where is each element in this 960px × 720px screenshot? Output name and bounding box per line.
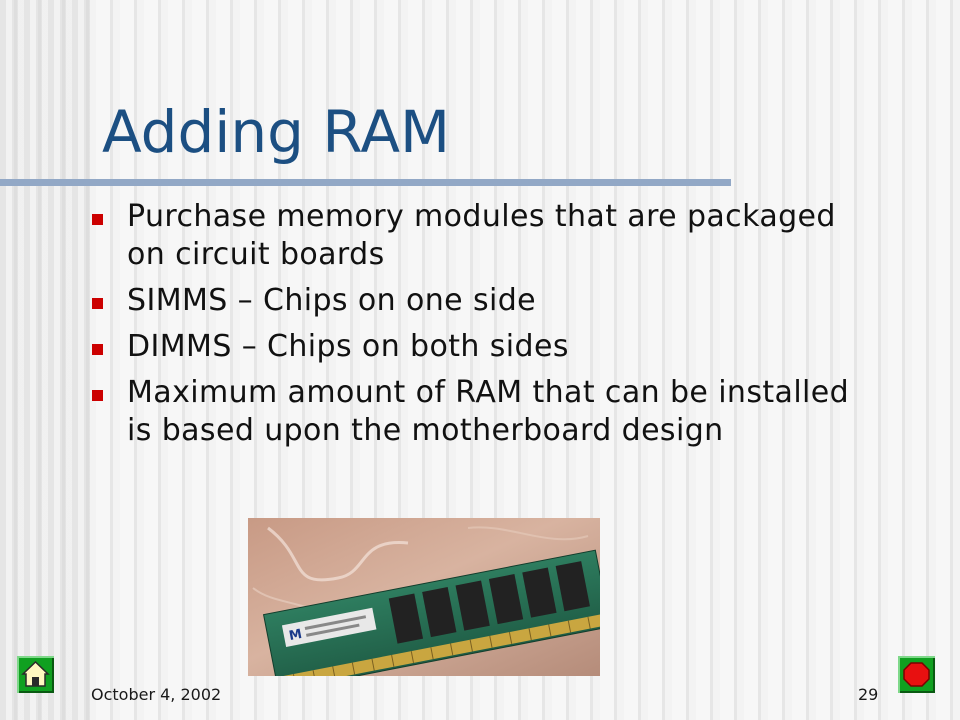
- bullet-item: DIMMS – Chips on both sides: [92, 328, 882, 366]
- stop-icon: [903, 662, 930, 687]
- bullet-text: SIMMS – Chips on one side: [127, 283, 537, 318]
- slide-title: Adding RAM: [102, 98, 451, 166]
- ram-module-illustration: M: [248, 518, 600, 676]
- square-bullet-icon: [92, 298, 103, 309]
- ram-module-photo: M: [248, 518, 600, 676]
- square-bullet-icon: [92, 214, 103, 225]
- bullet-item: Maximum amount of RAM that can be instal…: [92, 374, 882, 450]
- home-icon: [21, 660, 50, 687]
- bullet-item: Purchase memory modules that are package…: [92, 198, 882, 274]
- square-bullet-icon: [92, 344, 103, 355]
- footer-date: October 4, 2002: [91, 685, 222, 704]
- title-underline: [0, 179, 731, 186]
- home-button[interactable]: [17, 656, 54, 693]
- bullet-text: Maximum amount of RAM that can be instal…: [127, 375, 850, 448]
- bullet-text: Purchase memory modules that are package…: [127, 199, 836, 272]
- stop-button[interactable]: [898, 656, 935, 693]
- bullet-list: Purchase memory modules that are package…: [92, 198, 882, 458]
- square-bullet-icon: [92, 390, 103, 401]
- bullet-text: DIMMS – Chips on both sides: [127, 329, 569, 364]
- page-number: 29: [858, 685, 879, 704]
- bullet-item: SIMMS – Chips on one side: [92, 282, 882, 320]
- svg-text:M: M: [288, 627, 304, 644]
